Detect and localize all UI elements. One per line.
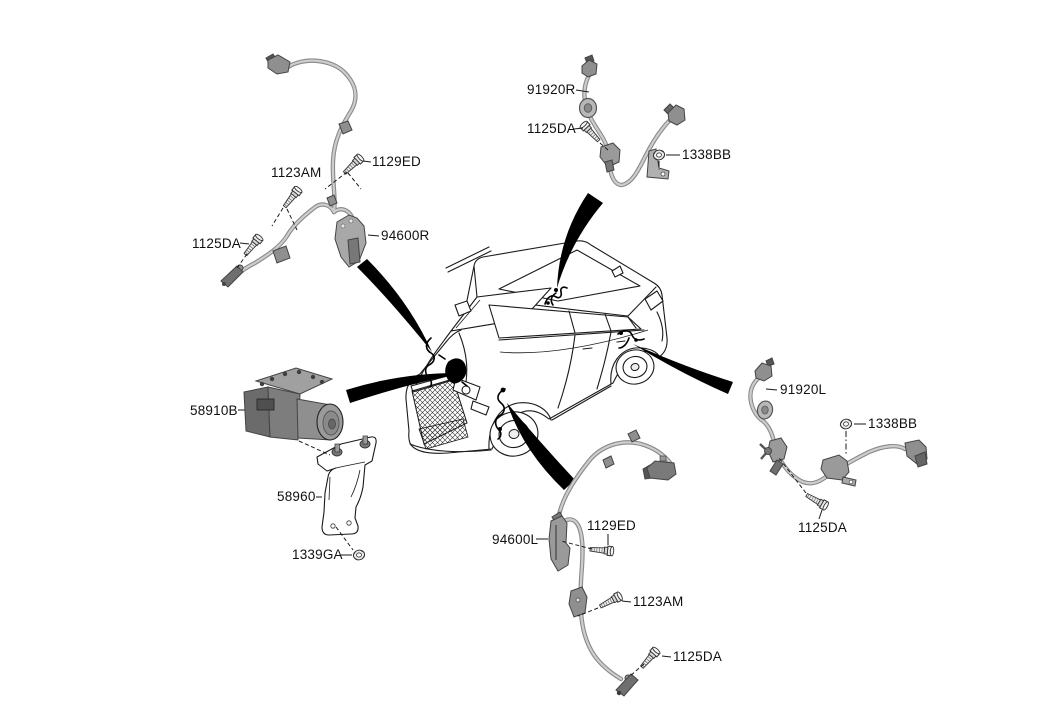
part-label-94600L: 94600L [492, 532, 539, 547]
pointer-arrow-front-left-sensor [507, 403, 575, 490]
sensor-connector [267, 54, 291, 75]
part-label-1129ED-left: 1129ED [587, 518, 636, 533]
assembly-91920R [578, 54, 686, 185]
lower-lamp [470, 400, 490, 416]
assembly-94600R [220, 53, 367, 288]
leader-lines [236, 89, 866, 677]
sensor-connector [646, 460, 677, 481]
pointer-arrow-rear-left-sensor [633, 344, 733, 394]
part-label-1125DA-right: 1125DA [192, 236, 241, 251]
part-label-1123AM-left: 1123AM [633, 594, 684, 609]
part-label-1123AM-right: 1123AM [271, 165, 322, 180]
bolt-1123AM-right-icon [280, 184, 304, 211]
bolt-1125DA-right-icon [241, 232, 265, 258]
nut-1339GA-icon [352, 548, 366, 562]
assembly-94600L [548, 429, 677, 697]
part-label-1125DA-top: 1125DA [527, 121, 576, 136]
rear-wheel-sensor-squiggle [617, 329, 645, 349]
sensor-head [220, 265, 244, 288]
vehicle-illustration [405, 240, 668, 457]
engine-bay-harness-squiggle [424, 337, 468, 388]
part-label-1338BB-rear: 1338BB [868, 416, 918, 431]
harness-connector [667, 104, 686, 126]
sensor-bracket-94600L [548, 515, 571, 572]
pointer-arrow-roof [557, 193, 603, 288]
part-label-91920R: 91920R [527, 82, 576, 97]
part-label-91920L: 91920L [780, 382, 827, 397]
bolt-1129ED-right-icon [340, 152, 366, 177]
part-label-1125DA-rear: 1125DA [798, 520, 847, 535]
part-label-94600R: 94600R [381, 228, 430, 243]
pointer-arrow-front-right-sensor [357, 259, 432, 352]
bolt-1123AM-left-icon [597, 590, 624, 611]
sensor-body [599, 142, 621, 168]
front-wheel-sensor-squiggle [494, 387, 506, 440]
bolt-1125DA-rear-icon [803, 490, 831, 512]
cable-clip [272, 245, 291, 264]
vehicle-body-outline [405, 240, 668, 454]
pointer-arrows [346, 193, 733, 490]
headlight [452, 377, 481, 401]
bolt-1129ED-left-icon [589, 544, 615, 557]
hydraulic-module-58910B [243, 367, 344, 441]
mount-bracket [646, 148, 670, 180]
pointer-arrow-module [346, 372, 463, 403]
part-label-58960: 58960 [277, 489, 316, 504]
bumper-intake [418, 418, 469, 450]
mount-bracket [820, 454, 850, 481]
part-label-1129ED-right: 1129ED [372, 154, 421, 169]
roof-antenna-fin [611, 265, 624, 278]
part-label-1125DA-left: 1125DA [673, 649, 722, 664]
rear-wheel [615, 349, 655, 385]
cabin-harness-squiggle [544, 286, 568, 306]
assembly-91920L [750, 357, 928, 487]
sensor-head [615, 673, 639, 697]
taillight [644, 290, 664, 311]
side-mirror [454, 300, 472, 317]
module-bracket-58960 [316, 435, 377, 536]
part-label-1338BB-top: 1338BB [682, 147, 732, 162]
part-label-1339GA: 1339GA [292, 547, 343, 562]
side-windows [488, 304, 642, 339]
nut-1338BB-rear-icon [839, 417, 853, 431]
sensor-connector [754, 362, 773, 382]
part-label-58910B: 58910B [190, 403, 238, 418]
sensor-connector [581, 59, 598, 78]
